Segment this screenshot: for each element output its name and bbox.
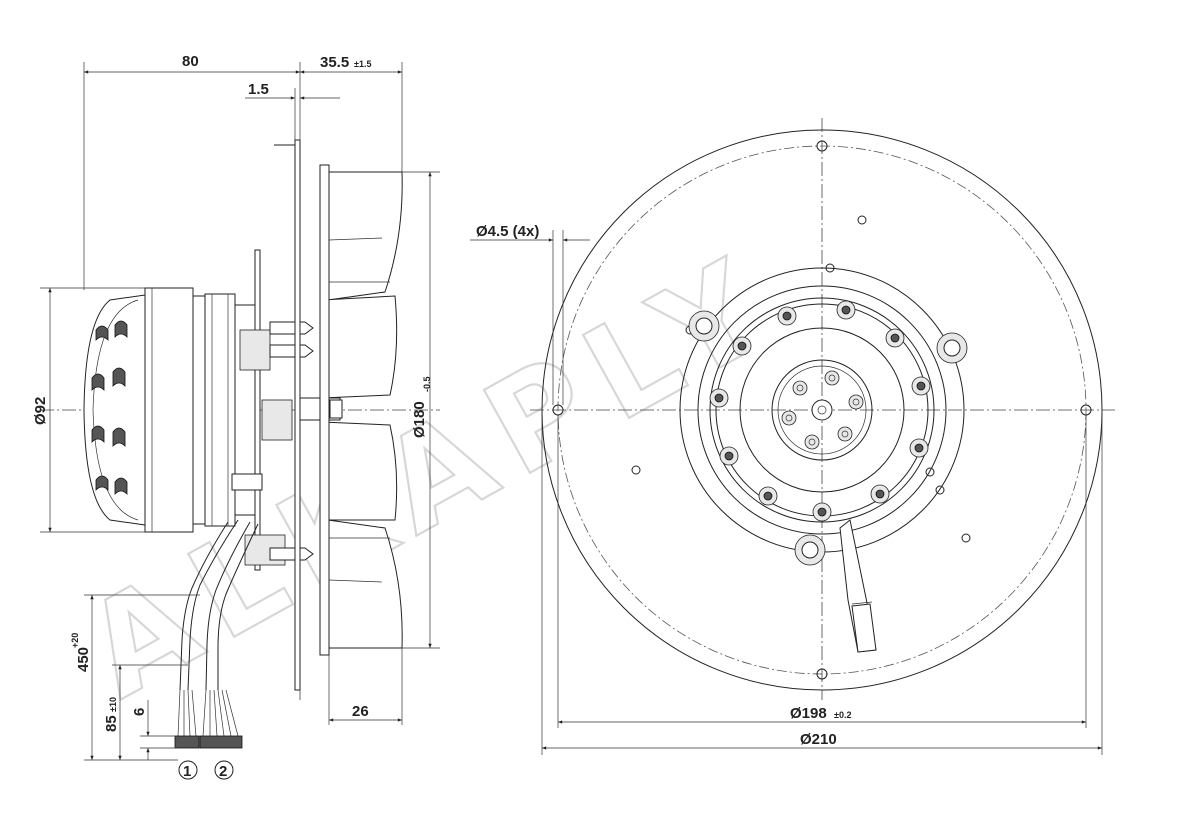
lead-label-1: 1 xyxy=(178,760,198,780)
dim-d210: Ø210 xyxy=(800,731,837,748)
dim-6: 6 xyxy=(131,708,148,716)
dim-d198: Ø198 xyxy=(790,705,827,722)
side-view: 80 35.5 ±1.5 1.5 Ø92 Ø180 -0.5 26 450 +2… xyxy=(32,53,440,780)
front-view: Ø4.5 (4x) Ø198 ±0.2 Ø210 xyxy=(470,118,1115,755)
dim-80: 80 xyxy=(182,53,199,70)
dim-d180: Ø180 xyxy=(411,401,428,438)
mounting-holes xyxy=(552,140,1092,680)
mounting-plate xyxy=(294,139,301,691)
dim-85: 85 xyxy=(103,715,120,732)
cable-leads xyxy=(174,519,259,749)
hub-screws xyxy=(781,370,864,450)
dim-85-tol: ±10 xyxy=(108,697,118,712)
dim-35-5: 35.5 xyxy=(320,54,349,71)
dim-450: 450 xyxy=(75,647,92,672)
impeller xyxy=(321,171,403,301)
dim-d92: Ø92 xyxy=(32,397,49,425)
rotor xyxy=(739,327,905,493)
dim-26: 26 xyxy=(352,703,369,720)
motor-vents xyxy=(91,320,128,495)
dim-d180-tol: -0.5 xyxy=(422,376,432,392)
rotor-screws xyxy=(709,300,931,522)
svg-text:1: 1 xyxy=(183,763,191,780)
torx-screws xyxy=(688,310,968,566)
motor-dome xyxy=(83,294,146,526)
lead-label-2: 2 xyxy=(214,760,234,780)
dim-hole-diameter: Ø4.5 (4x) xyxy=(476,223,539,240)
dim-35-5-tol: ±1.5 xyxy=(354,59,371,69)
dim-d198-tol: ±0.2 xyxy=(834,710,851,720)
cable-exit xyxy=(839,519,877,653)
svg-text:2: 2 xyxy=(219,763,227,780)
mounting-bolts xyxy=(269,321,343,561)
dim-1-5: 1.5 xyxy=(248,81,269,98)
dim-450-tol: +20 xyxy=(70,633,80,648)
